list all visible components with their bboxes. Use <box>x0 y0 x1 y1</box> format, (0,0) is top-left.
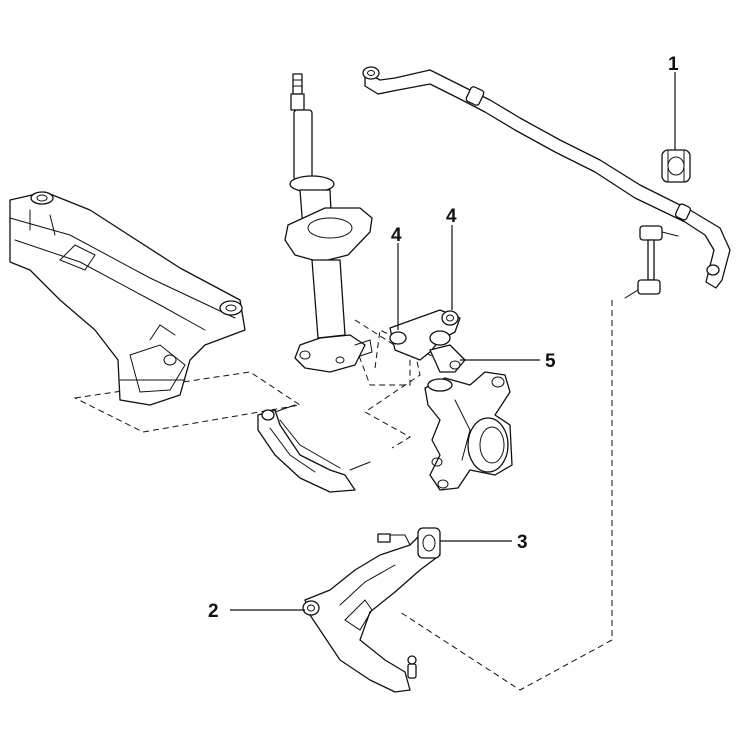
strut-assembly <box>284 73 373 373</box>
upper-control-arm <box>257 404 371 493</box>
callout-4a: 4 <box>391 225 402 246</box>
callout-4b: 4 <box>446 206 457 227</box>
stabilizer-bar <box>362 66 731 289</box>
callout-1: 1 <box>668 54 679 75</box>
callout-2: 2 <box>208 601 219 622</box>
upper-link <box>389 309 466 373</box>
stabilizer-link <box>624 225 679 299</box>
leader-lines <box>230 72 676 611</box>
steering-knuckle <box>424 371 513 491</box>
front-subframe <box>9 191 246 406</box>
callout-3: 3 <box>517 532 528 553</box>
callout-5: 5 <box>545 351 556 372</box>
lower-control-arm <box>302 527 441 693</box>
callouts: 1 2 3 4 4 5 <box>208 54 679 622</box>
stabilizer-bushing <box>661 149 691 183</box>
